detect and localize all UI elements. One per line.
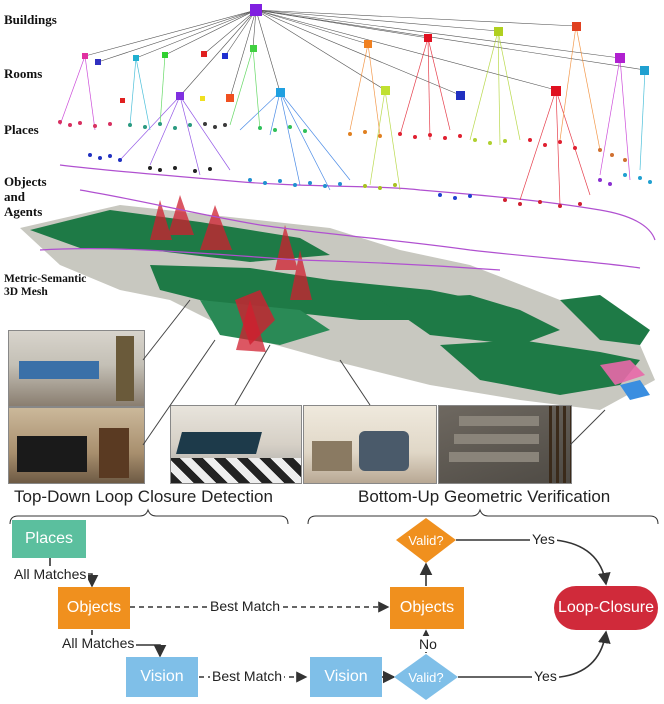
building-node (250, 4, 262, 16)
vision-right-box: Vision (310, 657, 382, 697)
layer-label-rooms: Rooms (4, 66, 43, 81)
photo-armchair (359, 431, 409, 471)
photo-railing (549, 406, 571, 483)
photo-step-3 (449, 452, 539, 462)
places-box: Places (12, 520, 86, 558)
objects-right-box: Objects (390, 587, 464, 629)
edge-label-all-matches-2: All Matches (60, 635, 137, 651)
edge-label-yes-bottom: Yes (532, 668, 559, 684)
photo-side-table (312, 441, 352, 471)
layer-label-mesh: Metric-Semantic 3D Mesh (4, 273, 86, 299)
layer-label-objects: Objects and Agents (4, 174, 47, 219)
valid-bottom-diamond (394, 654, 458, 700)
photo-piano-room (8, 407, 145, 484)
vision-left-box: Vision (126, 657, 198, 697)
edge-label-no: No (417, 636, 439, 652)
room-nodes (82, 22, 649, 103)
left-brace (9, 508, 289, 525)
graph-edges (84, 9, 646, 99)
edge-label-best-match-objects: Best Match (208, 598, 283, 614)
photo-stairs (438, 405, 572, 484)
metric-semantic-mesh (20, 205, 655, 410)
loop-closure-box: Loop-Closure (554, 586, 658, 630)
object-nodes (88, 153, 652, 208)
photo-instrument (99, 428, 129, 478)
layer-label-objects-line1: Objects (4, 174, 47, 189)
layer-label-mesh-line1: Metric-Semantic (4, 273, 87, 285)
left-section-title: Top-Down Loop Closure Detection (14, 487, 273, 506)
agent-cones (150, 195, 312, 352)
photo-checker-floor (171, 458, 301, 483)
right-section-title: Bottom-Up Geometric Verification (358, 487, 611, 506)
photo-lounge (303, 405, 437, 484)
photo-door (116, 336, 134, 401)
scene-graph-illustration (20, 4, 656, 410)
edge-label-best-match-vision: Best Match (210, 668, 285, 684)
photo-step-2 (454, 434, 539, 444)
place-nodes (58, 120, 627, 162)
photo-step-1 (459, 416, 539, 426)
photo-room-hall (8, 330, 145, 407)
valid-bottom-label: Valid? (408, 669, 444, 685)
valid-top-diamond (396, 518, 456, 563)
layer-label-mesh-line2: 3D Mesh (4, 286, 48, 298)
agent-trajectories (39, 164, 656, 271)
edge-label-all-matches-1: All Matches (12, 566, 89, 582)
valid-top-label: Valid? (408, 532, 444, 548)
photo-piano (17, 436, 87, 472)
layer-label-buildings: Buildings (4, 12, 57, 27)
room-place-edges (59, 25, 646, 206)
photo-wall-panel (19, 361, 99, 379)
layer-label-objects-line2: and (4, 189, 25, 204)
objects-left-box: Objects (58, 587, 130, 629)
layer-label-places: Places (4, 122, 39, 137)
edge-label-yes-top: Yes (530, 531, 557, 547)
photo-pingpong-room (170, 405, 302, 484)
right-brace (307, 508, 659, 525)
layer-label-objects-line3: Agents (4, 204, 43, 219)
